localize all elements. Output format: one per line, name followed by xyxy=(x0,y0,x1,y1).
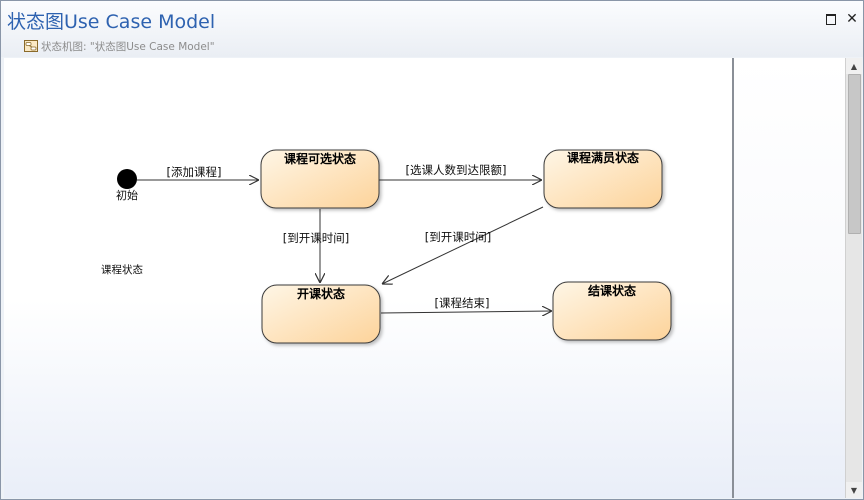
initial-node[interactable] xyxy=(117,169,137,189)
scrollbar-thumb[interactable] xyxy=(848,74,861,234)
diagram-canvas[interactable]: [添加课程] [选课人数到达限额] [到开课时间] [到开课时间] [课程结束]… xyxy=(4,58,732,498)
diagram-subtitle-row: 状态机图: "状态图Use Case Model" xyxy=(23,38,215,54)
state-course-started[interactable]: 开课状态 xyxy=(261,284,381,344)
scroll-down-button[interactable]: ▼ xyxy=(846,482,862,498)
panel-splitter[interactable] xyxy=(732,58,734,498)
initial-node-label: 初始 xyxy=(116,188,138,202)
label-course-end: [课程结束] xyxy=(435,296,490,310)
state-course-started-name: 开课状态 xyxy=(297,286,345,301)
close-icon: ✕ xyxy=(846,11,858,27)
diagram-subtitle: 状态机图: "状态图Use Case Model" xyxy=(41,40,215,53)
diagram-note-text: 课程状态 xyxy=(101,263,143,276)
state-course-finished-name: 结课状态 xyxy=(588,283,636,298)
state-diagram: [添加课程] [选课人数到达限额] [到开课时间] [到开课时间] [课程结束]… xyxy=(101,149,672,344)
scroll-down-arrow-icon: ▼ xyxy=(850,485,858,495)
restore-button[interactable] xyxy=(823,11,839,27)
scroll-up-arrow-icon: ▲ xyxy=(850,61,858,71)
label-reach-limit: [选课人数到达限额] xyxy=(406,163,507,177)
label-time-from-full: [到开课时间] xyxy=(425,230,491,244)
state-course-full-name: 课程满员状态 xyxy=(567,150,639,165)
state-course-full[interactable]: 课程满员状态 xyxy=(543,149,663,209)
window-title: 状态图Use Case Model xyxy=(7,11,216,33)
restore-icon xyxy=(826,13,836,25)
scroll-up-button[interactable]: ▲ xyxy=(846,58,862,74)
close-button[interactable]: ✕ xyxy=(844,11,860,27)
label-add-course: [添加课程] xyxy=(167,165,222,179)
state-course-selectable-name: 课程可选状态 xyxy=(284,151,356,166)
transition-course-end[interactable] xyxy=(380,311,552,313)
transition-full-to-started[interactable] xyxy=(382,206,544,284)
label-time-from-selectable: [到开课时间] xyxy=(283,231,349,245)
title-bar: 状态图Use Case Model 状态机图: "状态图Use Case Mod… xyxy=(1,1,863,57)
right-panel xyxy=(734,58,845,498)
vertical-scrollbar[interactable]: ▲ ▼ xyxy=(845,58,862,498)
state-course-finished[interactable]: 结课状态 xyxy=(552,281,672,341)
state-course-selectable[interactable]: 课程可选状态 xyxy=(260,149,380,209)
statechart-diagram-icon xyxy=(23,38,39,54)
